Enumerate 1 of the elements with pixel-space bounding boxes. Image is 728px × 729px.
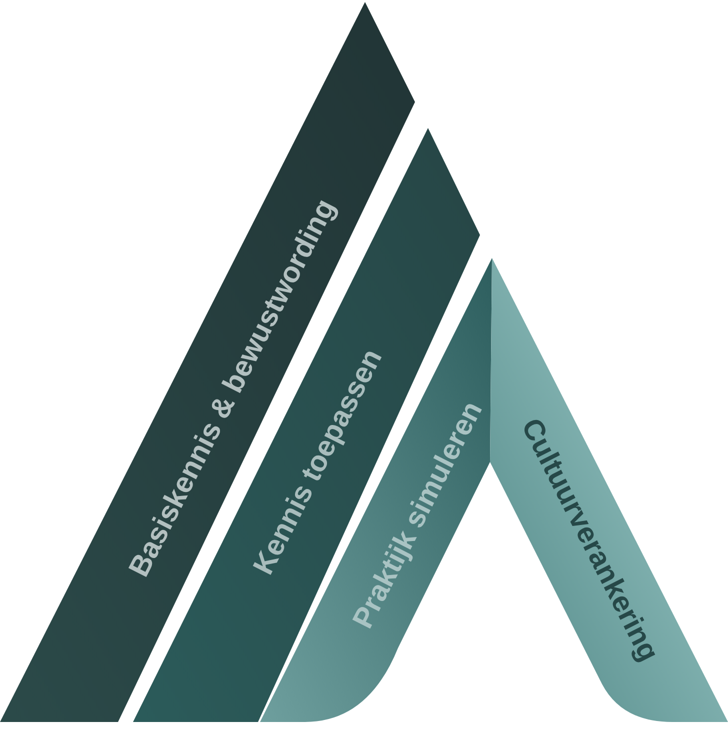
band-shape bbox=[488, 256, 728, 724]
